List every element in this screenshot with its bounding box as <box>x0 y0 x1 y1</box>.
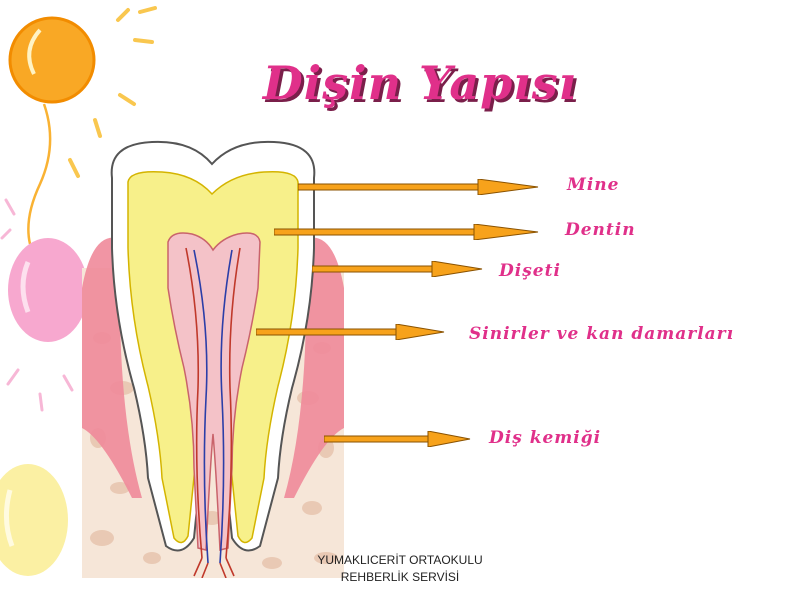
pink-balloon-icon <box>0 198 88 412</box>
arrow-mine <box>298 179 539 195</box>
pulp <box>167 232 261 551</box>
label-diseti: Dişeti <box>499 261 561 281</box>
sun-icon <box>8 6 157 245</box>
arrow-kemik <box>324 431 471 447</box>
label-kemik: Diş kemiği <box>489 428 602 448</box>
footer-school: YUMAKLICERİT ORTAOKULU <box>317 553 483 567</box>
arrow-diseti <box>312 261 483 277</box>
page-title: Dişin Yapısı <box>262 56 578 110</box>
label-dentin: Dentin <box>565 220 636 240</box>
footer: YUMAKLICERİT ORTAOKULU REHBERLİK SERVİSİ <box>250 552 550 586</box>
nerves-and-vessels <box>185 247 241 578</box>
footer-service: REHBERLİK SERVİSİ <box>340 570 460 584</box>
yellow-balloon-icon <box>0 464 68 576</box>
tooth-diagram <box>82 140 344 578</box>
arrow-sinirler <box>256 324 445 340</box>
label-mine: Mine <box>567 175 620 195</box>
arrow-dentin <box>274 224 539 240</box>
gum-tissue <box>82 237 344 499</box>
label-sinirler: Sinirler ve kan damarları <box>469 324 735 344</box>
